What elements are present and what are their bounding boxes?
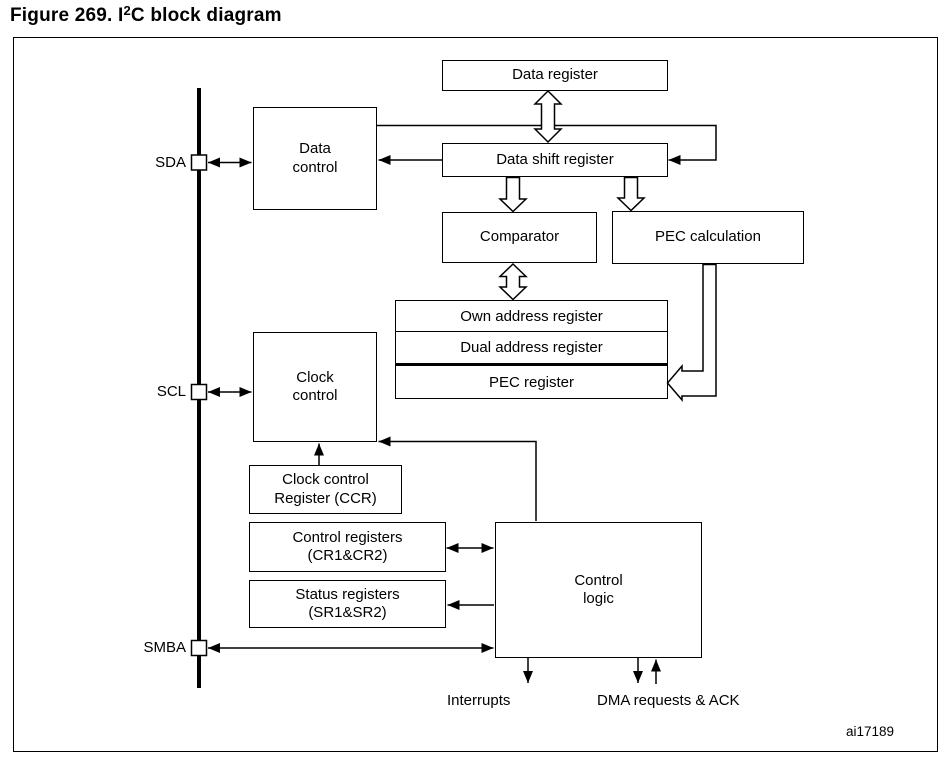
block-control-registers-label-line2: (CR1&CR2) bbox=[307, 547, 388, 564]
block-status-registers-label-line1: Status registers bbox=[295, 585, 400, 603]
block-clock-control-label-line1: Clock bbox=[296, 368, 334, 386]
pin-label-scl: SCL bbox=[156, 383, 186, 400]
block-clock-control: Clock control bbox=[253, 332, 377, 442]
block-control-registers-label-line1: Control registers bbox=[292, 528, 403, 546]
block-clock-control-register-label-line2: Register (CCR) bbox=[274, 489, 377, 507]
block-comparator-label: Comparator bbox=[479, 228, 560, 246]
figure-title-prefix: Figure 269. I bbox=[10, 5, 124, 26]
block-dual-address-register-label: Dual address register bbox=[460, 339, 603, 356]
block-data-shift-register-label: Data shift register bbox=[496, 150, 614, 168]
block-control-logic-label-line2: logic bbox=[583, 590, 614, 607]
block-pec-register: PEC register bbox=[396, 366, 667, 398]
block-status-registers-label-line2: (SR1&SR2) bbox=[308, 604, 387, 621]
block-pec-calculation-label: PEC calculation bbox=[655, 228, 761, 246]
block-pec-register-label: PEC register bbox=[488, 373, 575, 391]
figure-title-suffix: C block diagram bbox=[130, 5, 282, 26]
block-dual-address-register: Dual address register bbox=[396, 332, 667, 366]
figure-title: Figure 269. I2C block diagram bbox=[10, 3, 282, 27]
block-own-address-register-label: Own address register bbox=[460, 307, 603, 325]
pin-label-smba: SMBA bbox=[143, 639, 186, 656]
block-data-shift-register: Data shift register bbox=[442, 143, 668, 177]
block-clock-control-register: Clock control Register (CCR) bbox=[249, 465, 402, 514]
block-data-register-label: Data register bbox=[512, 66, 598, 84]
figure-title-superscript: 2 bbox=[123, 3, 131, 18]
interrupts-label: Interrupts bbox=[447, 692, 511, 709]
block-own-address-register: Own address register bbox=[396, 301, 667, 332]
block-clock-control-label-line2: control bbox=[292, 387, 338, 404]
block-address-register-stack: Own address register Dual address regist… bbox=[395, 300, 668, 399]
block-clock-control-register-label-line1: Clock control bbox=[282, 471, 369, 489]
block-control-logic: Control logic bbox=[495, 522, 702, 658]
dma-requests-label: DMA requests & ACK bbox=[597, 692, 740, 709]
block-data-control-label-line1: Data bbox=[299, 140, 331, 158]
block-control-logic-label-line1: Control bbox=[574, 571, 623, 589]
block-data-register: Data register bbox=[442, 60, 668, 91]
block-pec-calculation: PEC calculation bbox=[612, 211, 804, 264]
block-data-control-label-line2: control bbox=[292, 158, 338, 176]
block-data-control: Data control bbox=[253, 107, 377, 210]
figure-watermark: ai17189 bbox=[846, 724, 895, 739]
pin-label-sda: SDA bbox=[155, 154, 186, 171]
block-comparator: Comparator bbox=[442, 212, 597, 263]
block-status-registers: Status registers (SR1&SR2) bbox=[249, 580, 446, 628]
block-control-registers: Control registers (CR1&CR2) bbox=[249, 522, 446, 572]
